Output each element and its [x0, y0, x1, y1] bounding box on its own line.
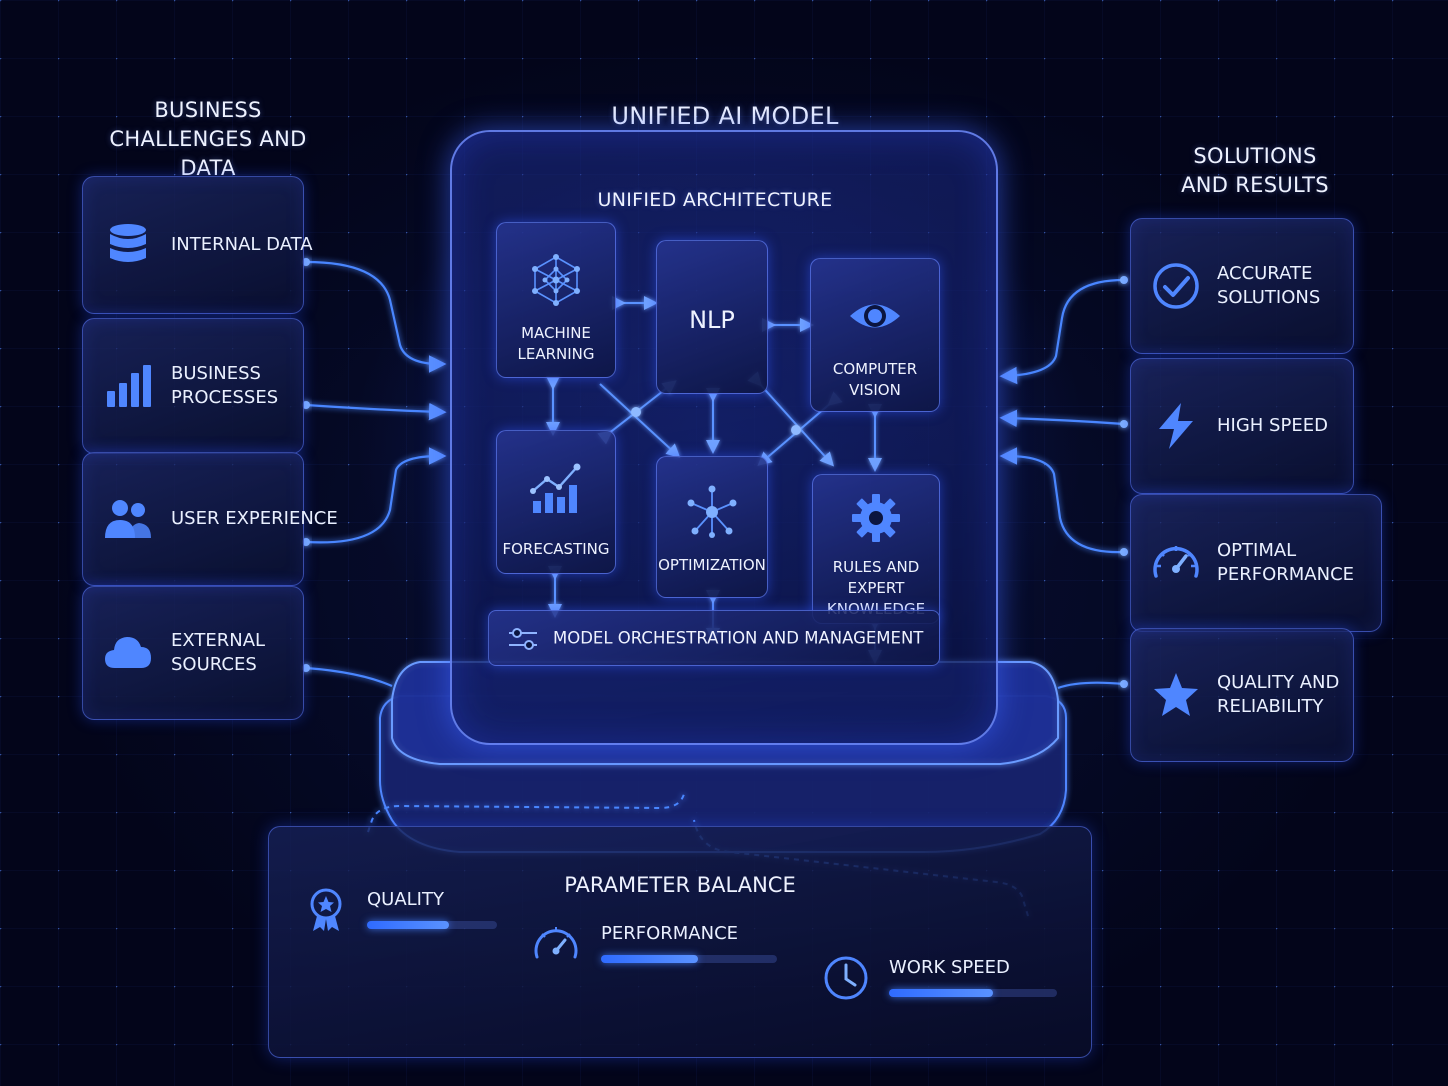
architecture-title: Unified architecture: [597, 189, 833, 211]
right-column-title: Solutions and results: [1181, 144, 1329, 197]
parameter-quality: Quality: [303, 887, 543, 947]
module-label: Machine learning: [517, 324, 595, 363]
gauge-icon: [533, 921, 579, 967]
users-icon: [103, 494, 153, 544]
result-card-high-speed: High speed: [1130, 358, 1354, 494]
parameter-work-speed: Work speed: [823, 955, 1083, 1015]
module-label: Computer vision: [832, 360, 918, 399]
module-rules-expert-knowledge: Rules and expert knowledge: [812, 474, 940, 624]
input-card-internal-data: Internal data: [82, 176, 313, 314]
cloud-icon: [103, 628, 153, 678]
result-card-label: Accurate solutions: [1217, 263, 1321, 308]
clock-icon: [823, 955, 869, 1001]
center-title: Unified AI model: [611, 102, 839, 130]
input-card-label: Business processes: [171, 363, 279, 408]
parameter-label: Performance: [601, 923, 739, 944]
orchestration-label: Model orchestration and management: [553, 628, 924, 648]
module-label: Forecasting: [502, 540, 610, 558]
star-icon: [1151, 670, 1201, 720]
module-computer-vision: Computer vision: [810, 258, 940, 412]
input-card-label: External sources: [171, 630, 266, 675]
input-card-user-experience: User experience: [82, 452, 338, 586]
parameter-label: Work speed: [889, 957, 1010, 978]
eye-icon: [848, 289, 902, 343]
module-label: Optimization: [658, 556, 766, 574]
parameter-performance: Performance: [533, 921, 793, 981]
module-nlp: NLP: [656, 240, 768, 394]
award-icon: [303, 887, 349, 933]
trend-chart-icon: [529, 461, 583, 515]
lightning-icon: [1151, 401, 1201, 451]
parameter-track: [367, 921, 497, 929]
parameter-fill: [601, 955, 698, 963]
parameter-track: [889, 989, 1057, 997]
result-card-label: Quality and reliability: [1217, 672, 1340, 717]
model-orchestration-bar: Model orchestration and management: [488, 610, 940, 666]
left-column-title: Business challenges and data: [109, 98, 307, 180]
parameter-label: Quality: [367, 889, 444, 910]
input-card-external-sources: External sources: [82, 586, 304, 720]
sliders-icon: [507, 625, 539, 653]
gear-icon: [849, 491, 903, 545]
bar-chart-icon: [103, 361, 153, 411]
database-icon: [103, 220, 153, 270]
check-circle-icon: [1151, 261, 1201, 311]
parameter-balance-title: Parameter balance: [564, 873, 796, 897]
parameter-fill: [367, 921, 449, 929]
module-machine-learning: Machine learning: [496, 222, 616, 378]
module-forecasting: Forecasting: [496, 430, 616, 574]
neural-network-icon: [529, 253, 583, 307]
node-graph-icon: [685, 485, 739, 539]
result-card-quality-reliability: Quality and reliability: [1130, 628, 1354, 762]
speedometer-icon: [1151, 538, 1201, 588]
input-card-label: Internal data: [171, 234, 313, 255]
result-card-optimal-performance: Optimal performance: [1130, 494, 1382, 632]
input-card-business-processes: Business processes: [82, 318, 304, 454]
module-label: NLP: [689, 306, 735, 334]
result-card-accurate-solutions: Accurate solutions: [1130, 218, 1354, 354]
input-card-label: User experience: [171, 508, 338, 529]
result-card-label: High speed: [1217, 415, 1328, 436]
module-optimization: Optimization: [656, 456, 768, 598]
parameter-fill: [889, 989, 994, 997]
result-card-label: Optimal performance: [1217, 540, 1355, 585]
parameter-track: [601, 955, 777, 963]
parameter-balance-panel: Parameter balance Quality Performance Wo…: [268, 826, 1092, 1058]
